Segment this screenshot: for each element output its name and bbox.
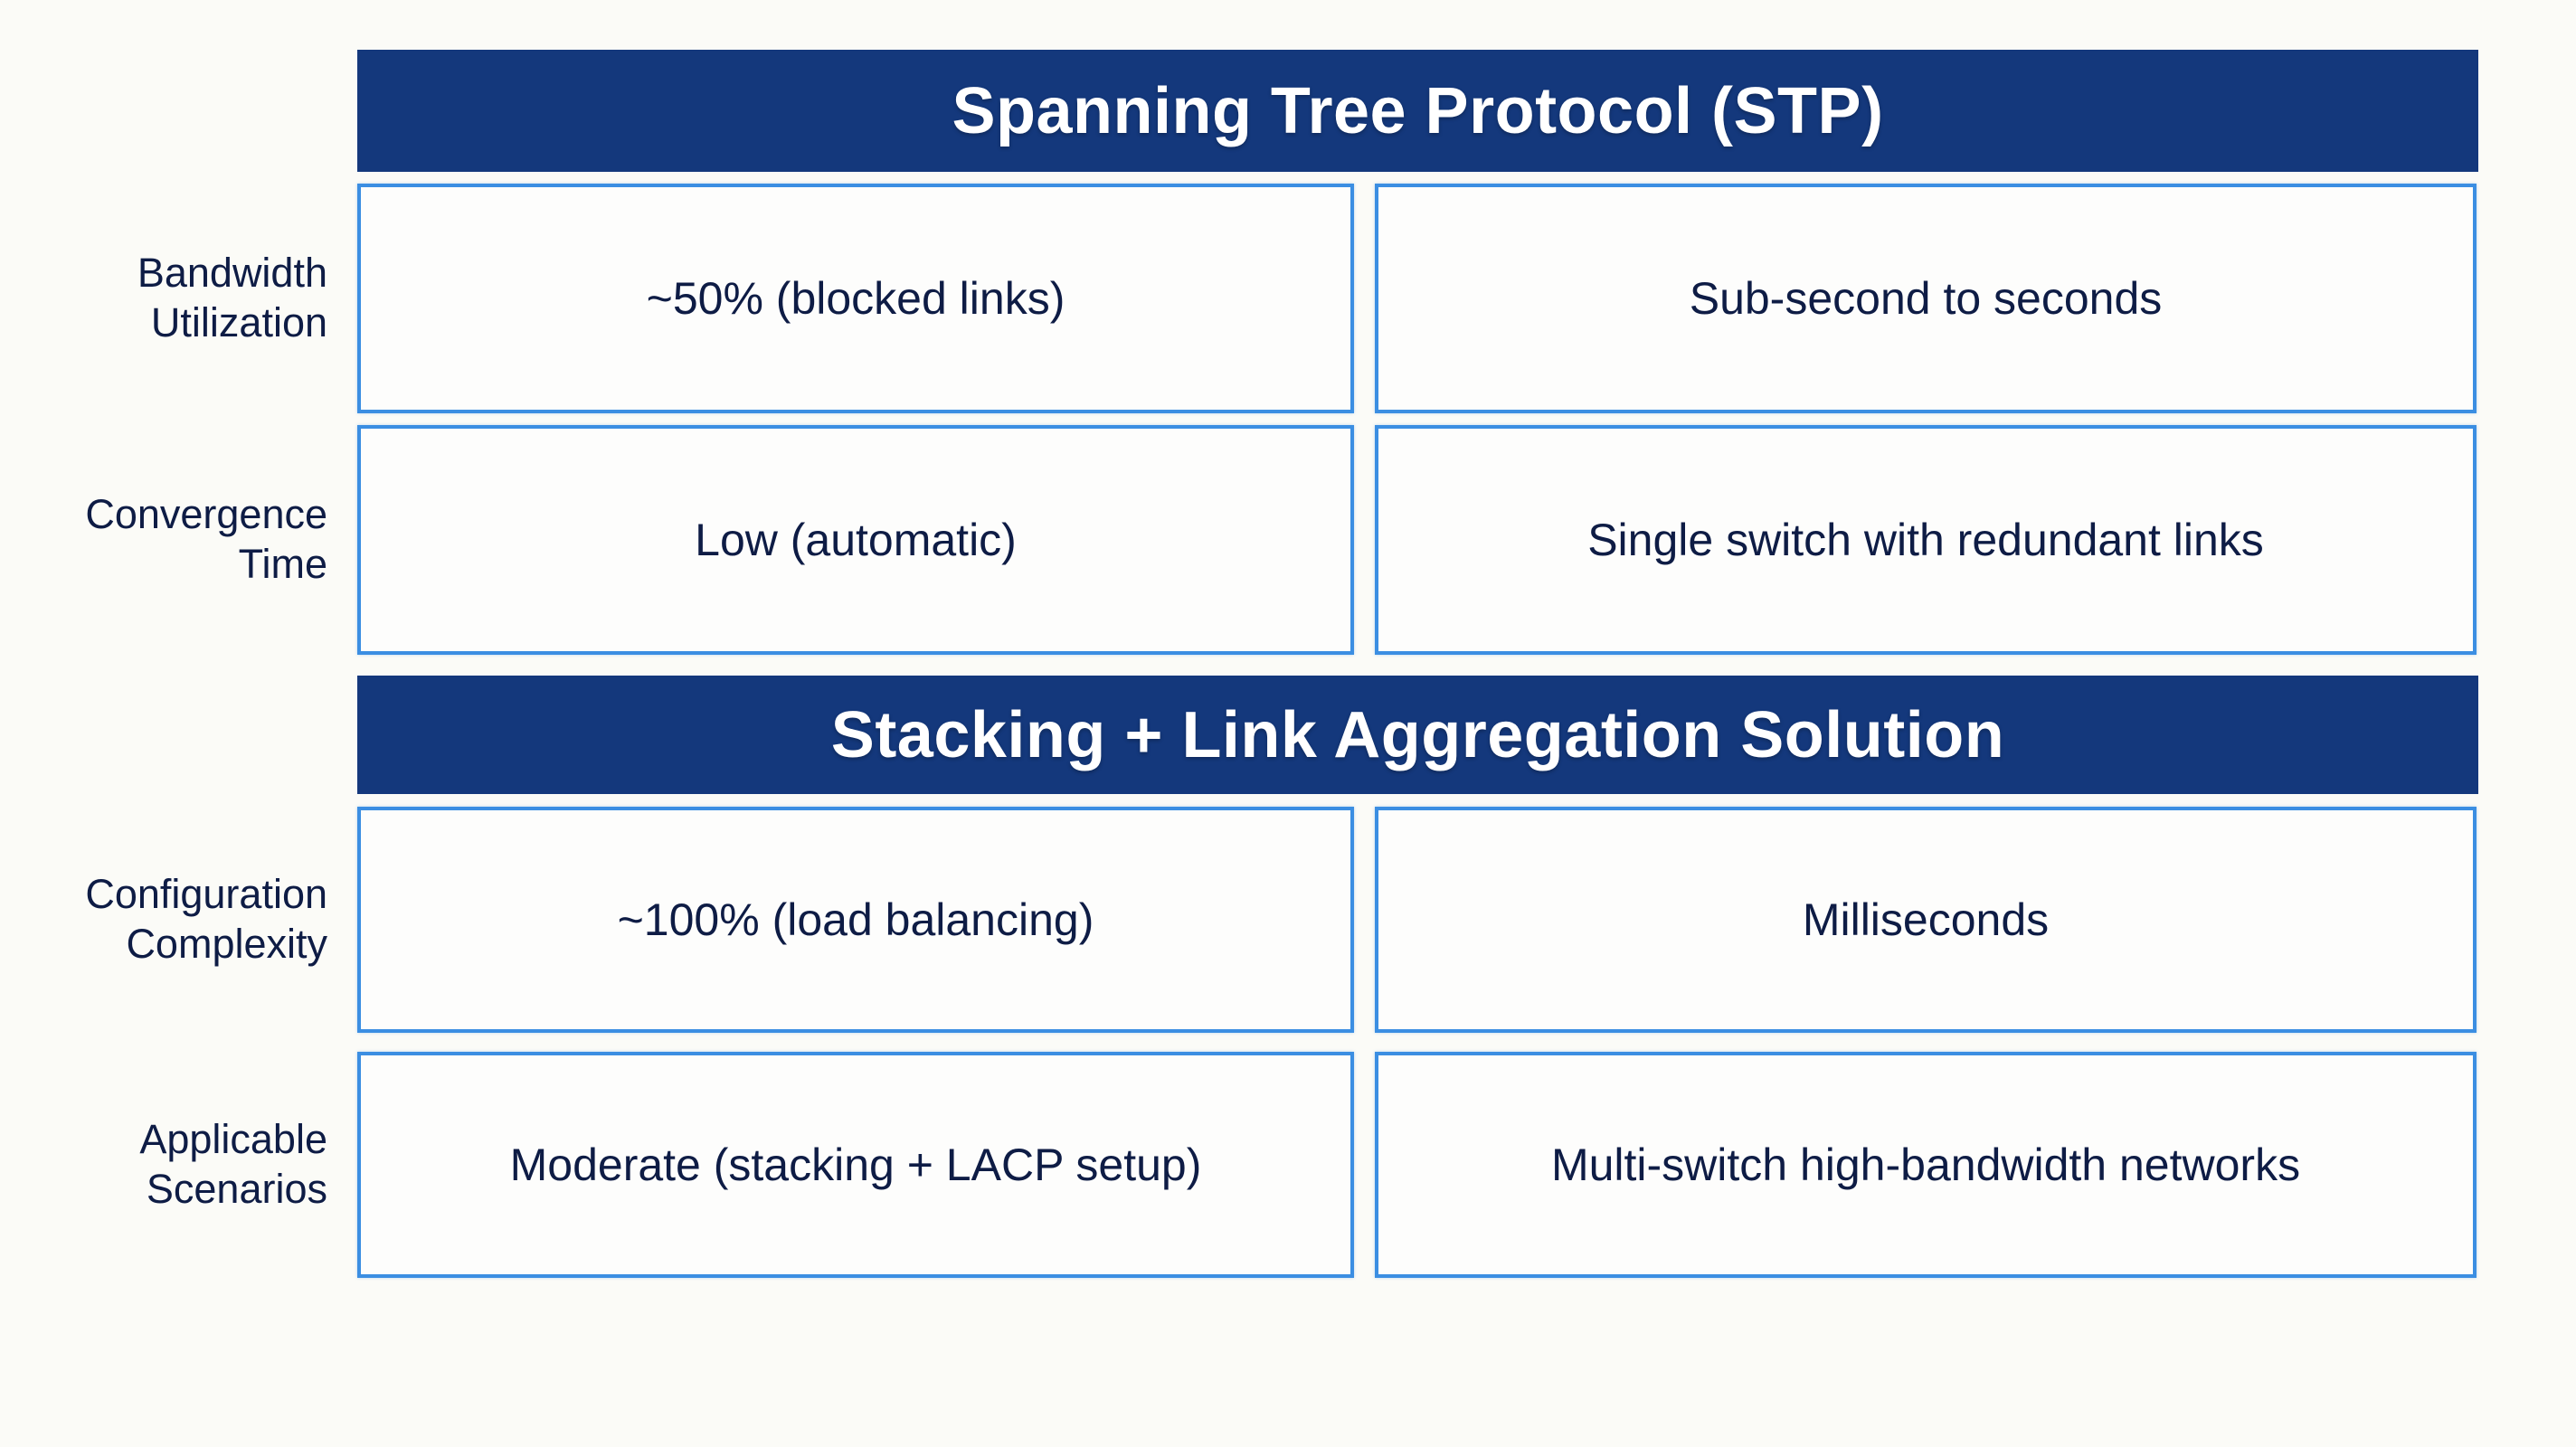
row-label-line-2: Utilization xyxy=(150,299,327,345)
cell-stp-convergence-right: Single switch with redundant links xyxy=(1375,425,2477,655)
row-label-configuration-complexity: Configuration Complexity xyxy=(0,807,333,1033)
section-header-stacking: Stacking + Link Aggregation Solution xyxy=(357,676,2478,794)
cell-value: Sub-second to seconds xyxy=(1689,273,2163,324)
cell-value: Single switch with redundant links xyxy=(1587,515,2264,565)
cell-stp-bandwidth-left: ~50% (blocked links) xyxy=(357,184,1354,413)
row-label-line-1: Convergence xyxy=(85,491,327,538)
cell-stacking-scenarios-left: Moderate (stacking + LACP setup) xyxy=(357,1052,1354,1278)
row-label-line-2: Time xyxy=(238,541,327,587)
row-label-applicable-scenarios: Applicable Scenarios xyxy=(0,1052,333,1278)
cell-value: ~100% (load balancing) xyxy=(617,894,1094,945)
cell-value: Multi-switch high-bandwidth networks xyxy=(1550,1140,2301,1190)
section-title-stacking: Stacking + Link Aggregation Solution xyxy=(830,698,2005,771)
row-label-line-1: Applicable xyxy=(139,1116,327,1163)
row-label-line-1: Configuration xyxy=(85,871,327,918)
cell-stacking-config-left: ~100% (load balancing) xyxy=(357,807,1354,1033)
cell-value: Low (automatic) xyxy=(695,515,1017,565)
cell-stp-convergence-left: Low (automatic) xyxy=(357,425,1354,655)
cell-value: ~50% (blocked links) xyxy=(646,273,1065,324)
table-row: Configuration Complexity ~100% (load bal… xyxy=(0,807,2576,1033)
cell-value: Moderate (stacking + LACP setup) xyxy=(509,1140,1202,1190)
section-header-stp: Spanning Tree Protocol (STP) xyxy=(357,50,2478,172)
cell-stacking-scenarios-right: Multi-switch high-bandwidth networks xyxy=(1375,1052,2477,1278)
row-label-line-1: Bandwidth xyxy=(137,250,327,297)
row-label-line-2: Scenarios xyxy=(146,1166,327,1212)
section-title-stp: Spanning Tree Protocol (STP) xyxy=(952,74,1884,147)
table-row: Convergence Time Low (automatic) Single … xyxy=(0,425,2576,655)
table-row: Bandwidth Utilization ~50% (blocked link… xyxy=(0,184,2576,413)
cell-stacking-config-right: Milliseconds xyxy=(1375,807,2477,1033)
row-label-convergence-time: Convergence Time xyxy=(0,425,333,655)
row-label-bandwidth-utilization: Bandwidth Utilization xyxy=(0,184,333,413)
row-label-line-2: Complexity xyxy=(126,921,327,967)
cell-stp-bandwidth-right: Sub-second to seconds xyxy=(1375,184,2477,413)
cell-value: Milliseconds xyxy=(1802,894,2050,945)
table-row: Applicable Scenarios Moderate (stacking … xyxy=(0,1052,2576,1278)
